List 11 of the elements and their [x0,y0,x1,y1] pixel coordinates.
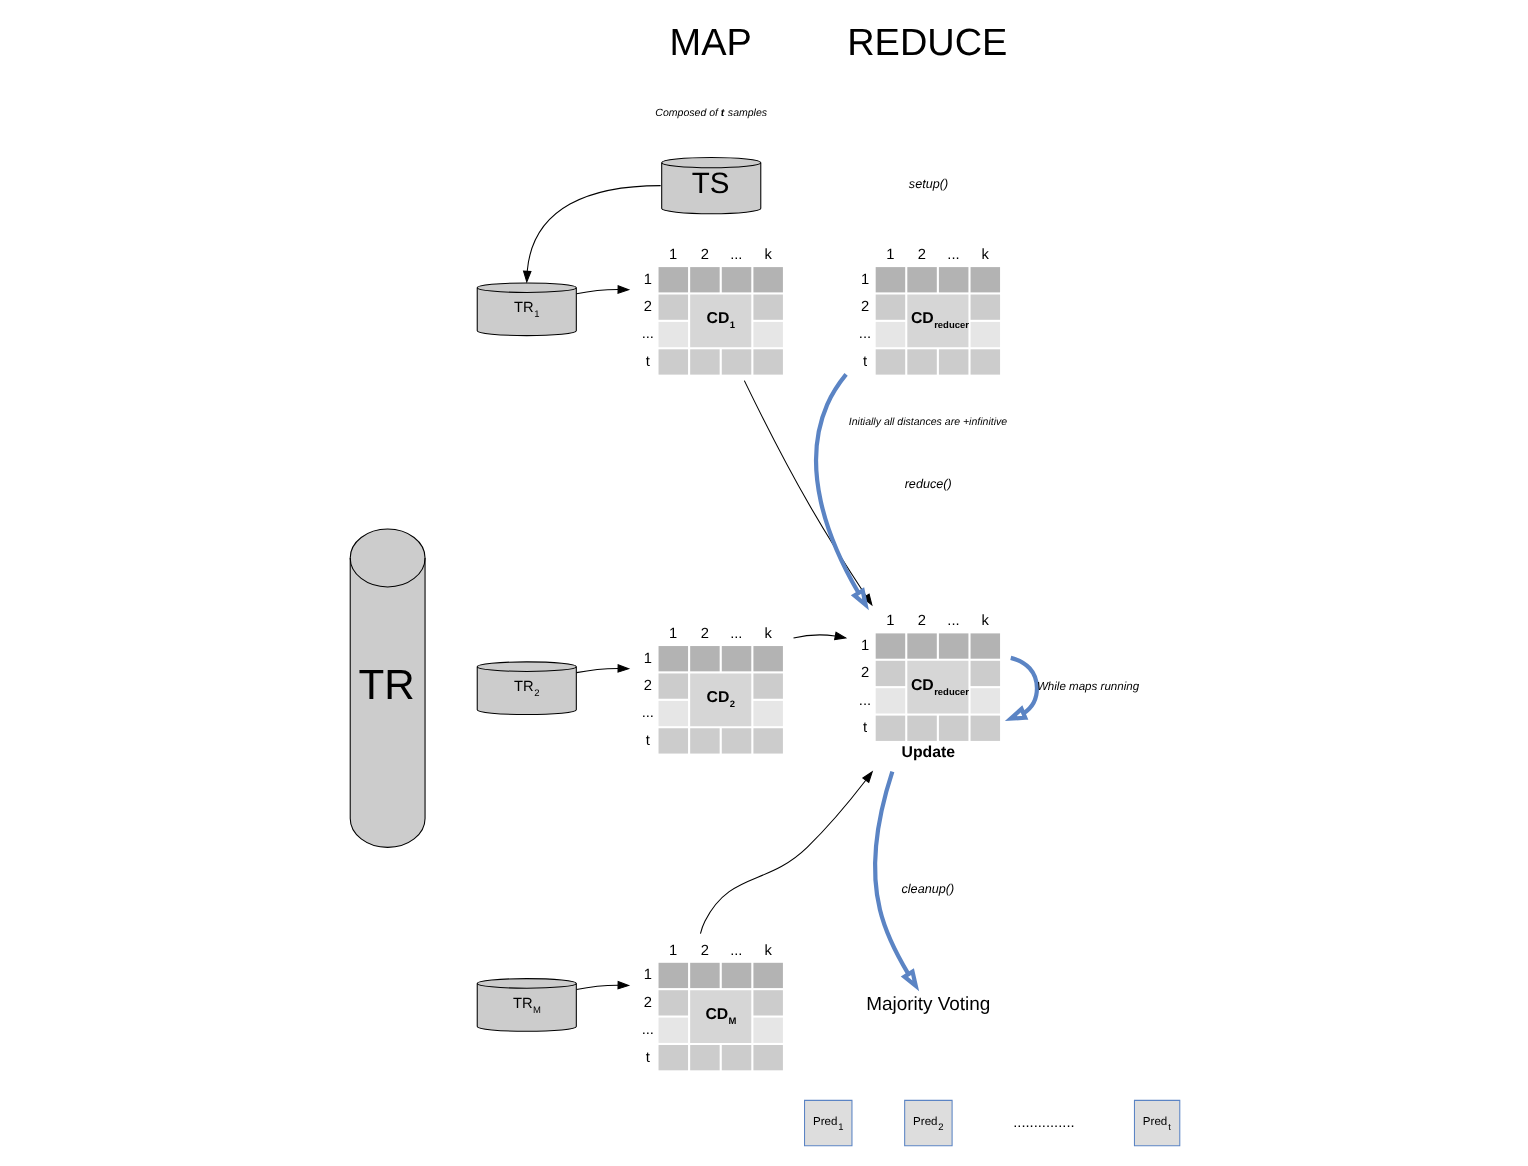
arrow [813,373,868,611]
arrow [792,631,847,641]
arrow [574,664,630,674]
arrow [698,770,873,935]
arrow [574,980,630,990]
label: MAP [668,22,751,65]
node-text: Majority Voting [865,993,990,1016]
arrow [521,185,661,284]
arrow [872,770,919,992]
arrow [574,285,630,295]
label: REDUCE [846,22,1007,65]
